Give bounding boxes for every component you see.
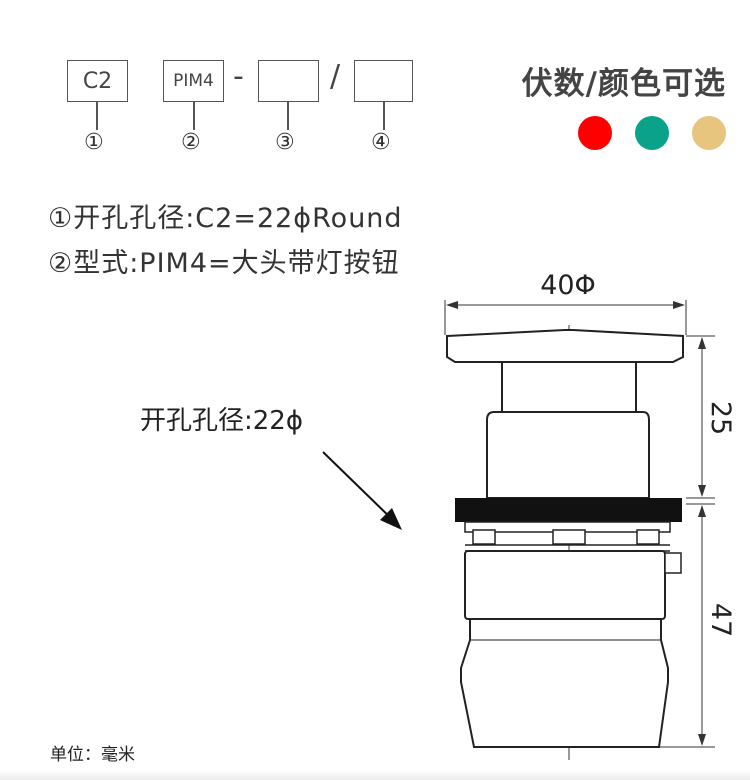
code-tick-4 [383, 102, 385, 130]
code-box-1: C2 [67, 60, 128, 102]
code-dash: - [233, 59, 244, 94]
unit-note: 单位：毫米 [50, 745, 135, 765]
code-marker-1: ① [84, 130, 104, 155]
code-marker-4: ④ [371, 130, 391, 155]
width-dimension [444, 300, 687, 335]
side-lug [664, 552, 682, 574]
color-dot-red [578, 116, 612, 150]
code-tick-3 [287, 102, 289, 130]
hole-pointer-arrow [322, 451, 402, 530]
switch-body [464, 550, 666, 620]
spec-line-hole: ①开孔孔径:C2=22ϕRound [48, 203, 403, 234]
contact-block [460, 618, 669, 748]
button-cap [446, 329, 684, 363]
button-collar [486, 411, 650, 499]
code-box-2: PIM4 [163, 60, 224, 102]
nut-tab-center [552, 529, 586, 545]
nut-tab-right [636, 529, 660, 545]
code-box-3 [258, 60, 319, 102]
color-dot-green [635, 116, 669, 150]
mounting-panel [455, 498, 682, 522]
button-stem [501, 361, 637, 413]
top-height-label: 25 [705, 401, 736, 435]
code-box-1-text: C2 [82, 68, 113, 94]
width-dimension-label: 40Φ [540, 270, 596, 301]
bottom-height-dimension [660, 503, 715, 748]
code-box-4 [354, 60, 413, 102]
code-box-2-text: PIM4 [173, 71, 214, 91]
nut-tab-left [472, 529, 496, 545]
code-marker-3: ③ [275, 130, 295, 155]
code-marker-2: ② [181, 130, 201, 155]
code-tick-1 [96, 102, 98, 130]
code-slash: / [330, 59, 341, 94]
color-dot-yellow [692, 116, 726, 150]
hole-diameter-label: 开孔孔径:22ϕ [140, 406, 303, 436]
code-tick-2 [193, 102, 195, 130]
bottom-height-label: 47 [705, 603, 736, 637]
spec-line-type: ②型式:PIM4=大头带灯按钮 [48, 248, 400, 279]
top-height-dimension [686, 335, 715, 499]
bottom-shadow [0, 770, 750, 780]
options-headline: 伏数/颜色可选 [521, 66, 726, 102]
